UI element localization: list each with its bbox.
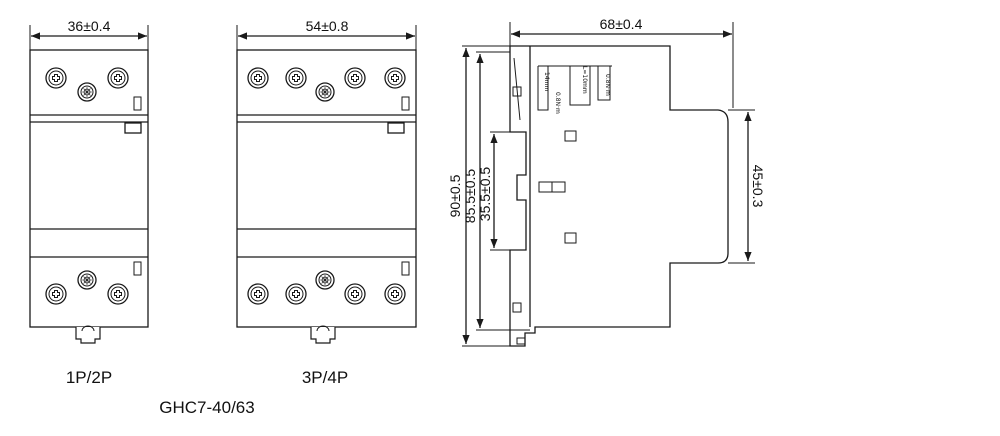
terminal-screw <box>344 67 366 89</box>
dim-height-total: 90±0.5 <box>447 174 463 217</box>
torque-label-2: 0.8N·m <box>604 74 611 96</box>
terminal-screw <box>285 283 307 305</box>
coil-screw <box>77 82 97 102</box>
strip-length-10mm: L=10mm <box>581 66 588 94</box>
terminal-screw <box>384 283 406 305</box>
dim-height-mid: 35.5±0.5 <box>477 167 493 222</box>
front-view-1p <box>29 25 149 344</box>
variant-label-1p: 1P/2P <box>66 368 112 387</box>
terminal-screw <box>107 67 129 89</box>
strip-length-14mm: 14mm <box>543 72 550 91</box>
terminal-screw <box>247 283 269 305</box>
terminal-screw <box>45 283 67 305</box>
torque-label-1: 0.8N·m <box>554 92 561 114</box>
terminal-screw <box>285 67 307 89</box>
coil-screw <box>315 270 335 290</box>
terminal-screw <box>344 283 366 305</box>
terminal-screw <box>247 67 269 89</box>
side-view: 14mm 0.8N·m L=10mm 0.8N·m <box>462 22 755 347</box>
terminal-screw <box>45 67 67 89</box>
coil-screw <box>77 270 97 290</box>
variant-label-3p: 3P/4P <box>302 368 348 387</box>
din-clip <box>310 325 336 344</box>
front-view-3p <box>236 25 417 344</box>
dim-depth: 68±0.4 <box>600 16 643 32</box>
din-clip <box>75 325 101 344</box>
coil-screw <box>315 82 335 102</box>
model-label: GHC7-40/63 <box>159 398 254 417</box>
dim-width-3p: 54±0.8 <box>306 18 349 34</box>
dim-width-1p: 36±0.4 <box>68 18 111 34</box>
dim-height-body: 85.5±0.5 <box>462 169 478 224</box>
terminal-screw <box>107 283 129 305</box>
dim-height-front: 45±0.3 <box>750 165 766 208</box>
terminal-screw <box>384 67 406 89</box>
